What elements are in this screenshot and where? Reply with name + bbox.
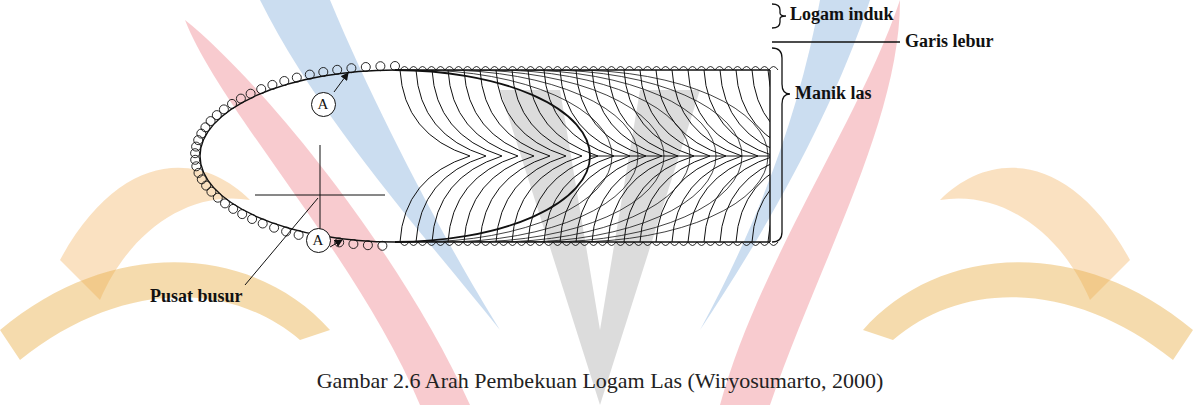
region-label: Logam induk [790,4,894,25]
callout-letter: A [313,233,324,248]
callout-circle: A [306,228,331,253]
point-label: Pusat busur [150,286,243,307]
region-label: Manik las [795,83,872,104]
line-label: Garis lebur [905,31,994,52]
callout-letter: A [318,97,329,112]
callout-circle: A [311,92,336,117]
figure-caption: Gambar 2.6 Arah Pembekuan Logam Las (Wir… [317,368,884,394]
